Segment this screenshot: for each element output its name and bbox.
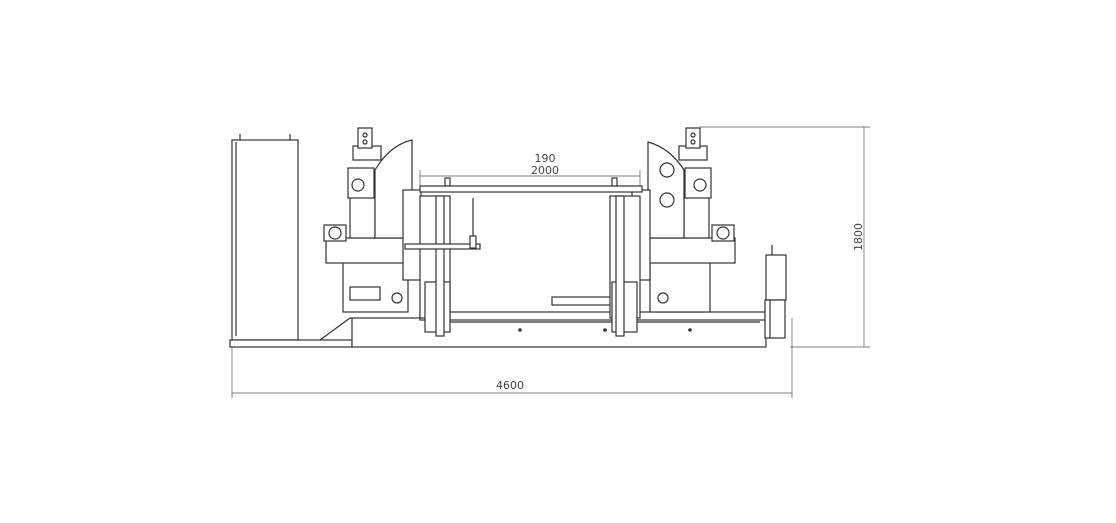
dimension-lower-label: 2000 <box>531 164 559 177</box>
dimension-inner: 190 2000 <box>419 152 641 186</box>
dimension-length: 4600 <box>231 318 793 398</box>
dimension-height: 1800 <box>700 126 870 348</box>
control-cabinet <box>229 134 353 348</box>
pneumatic-cylinder <box>764 245 787 339</box>
top-crossbar <box>419 177 643 193</box>
right-welding-head <box>609 127 736 337</box>
dimension-upper-label: 190 <box>535 152 556 165</box>
dimension-length-label: 4600 <box>496 379 524 392</box>
dimension-height-label: 1800 <box>852 223 865 251</box>
left-welding-head <box>323 127 481 337</box>
